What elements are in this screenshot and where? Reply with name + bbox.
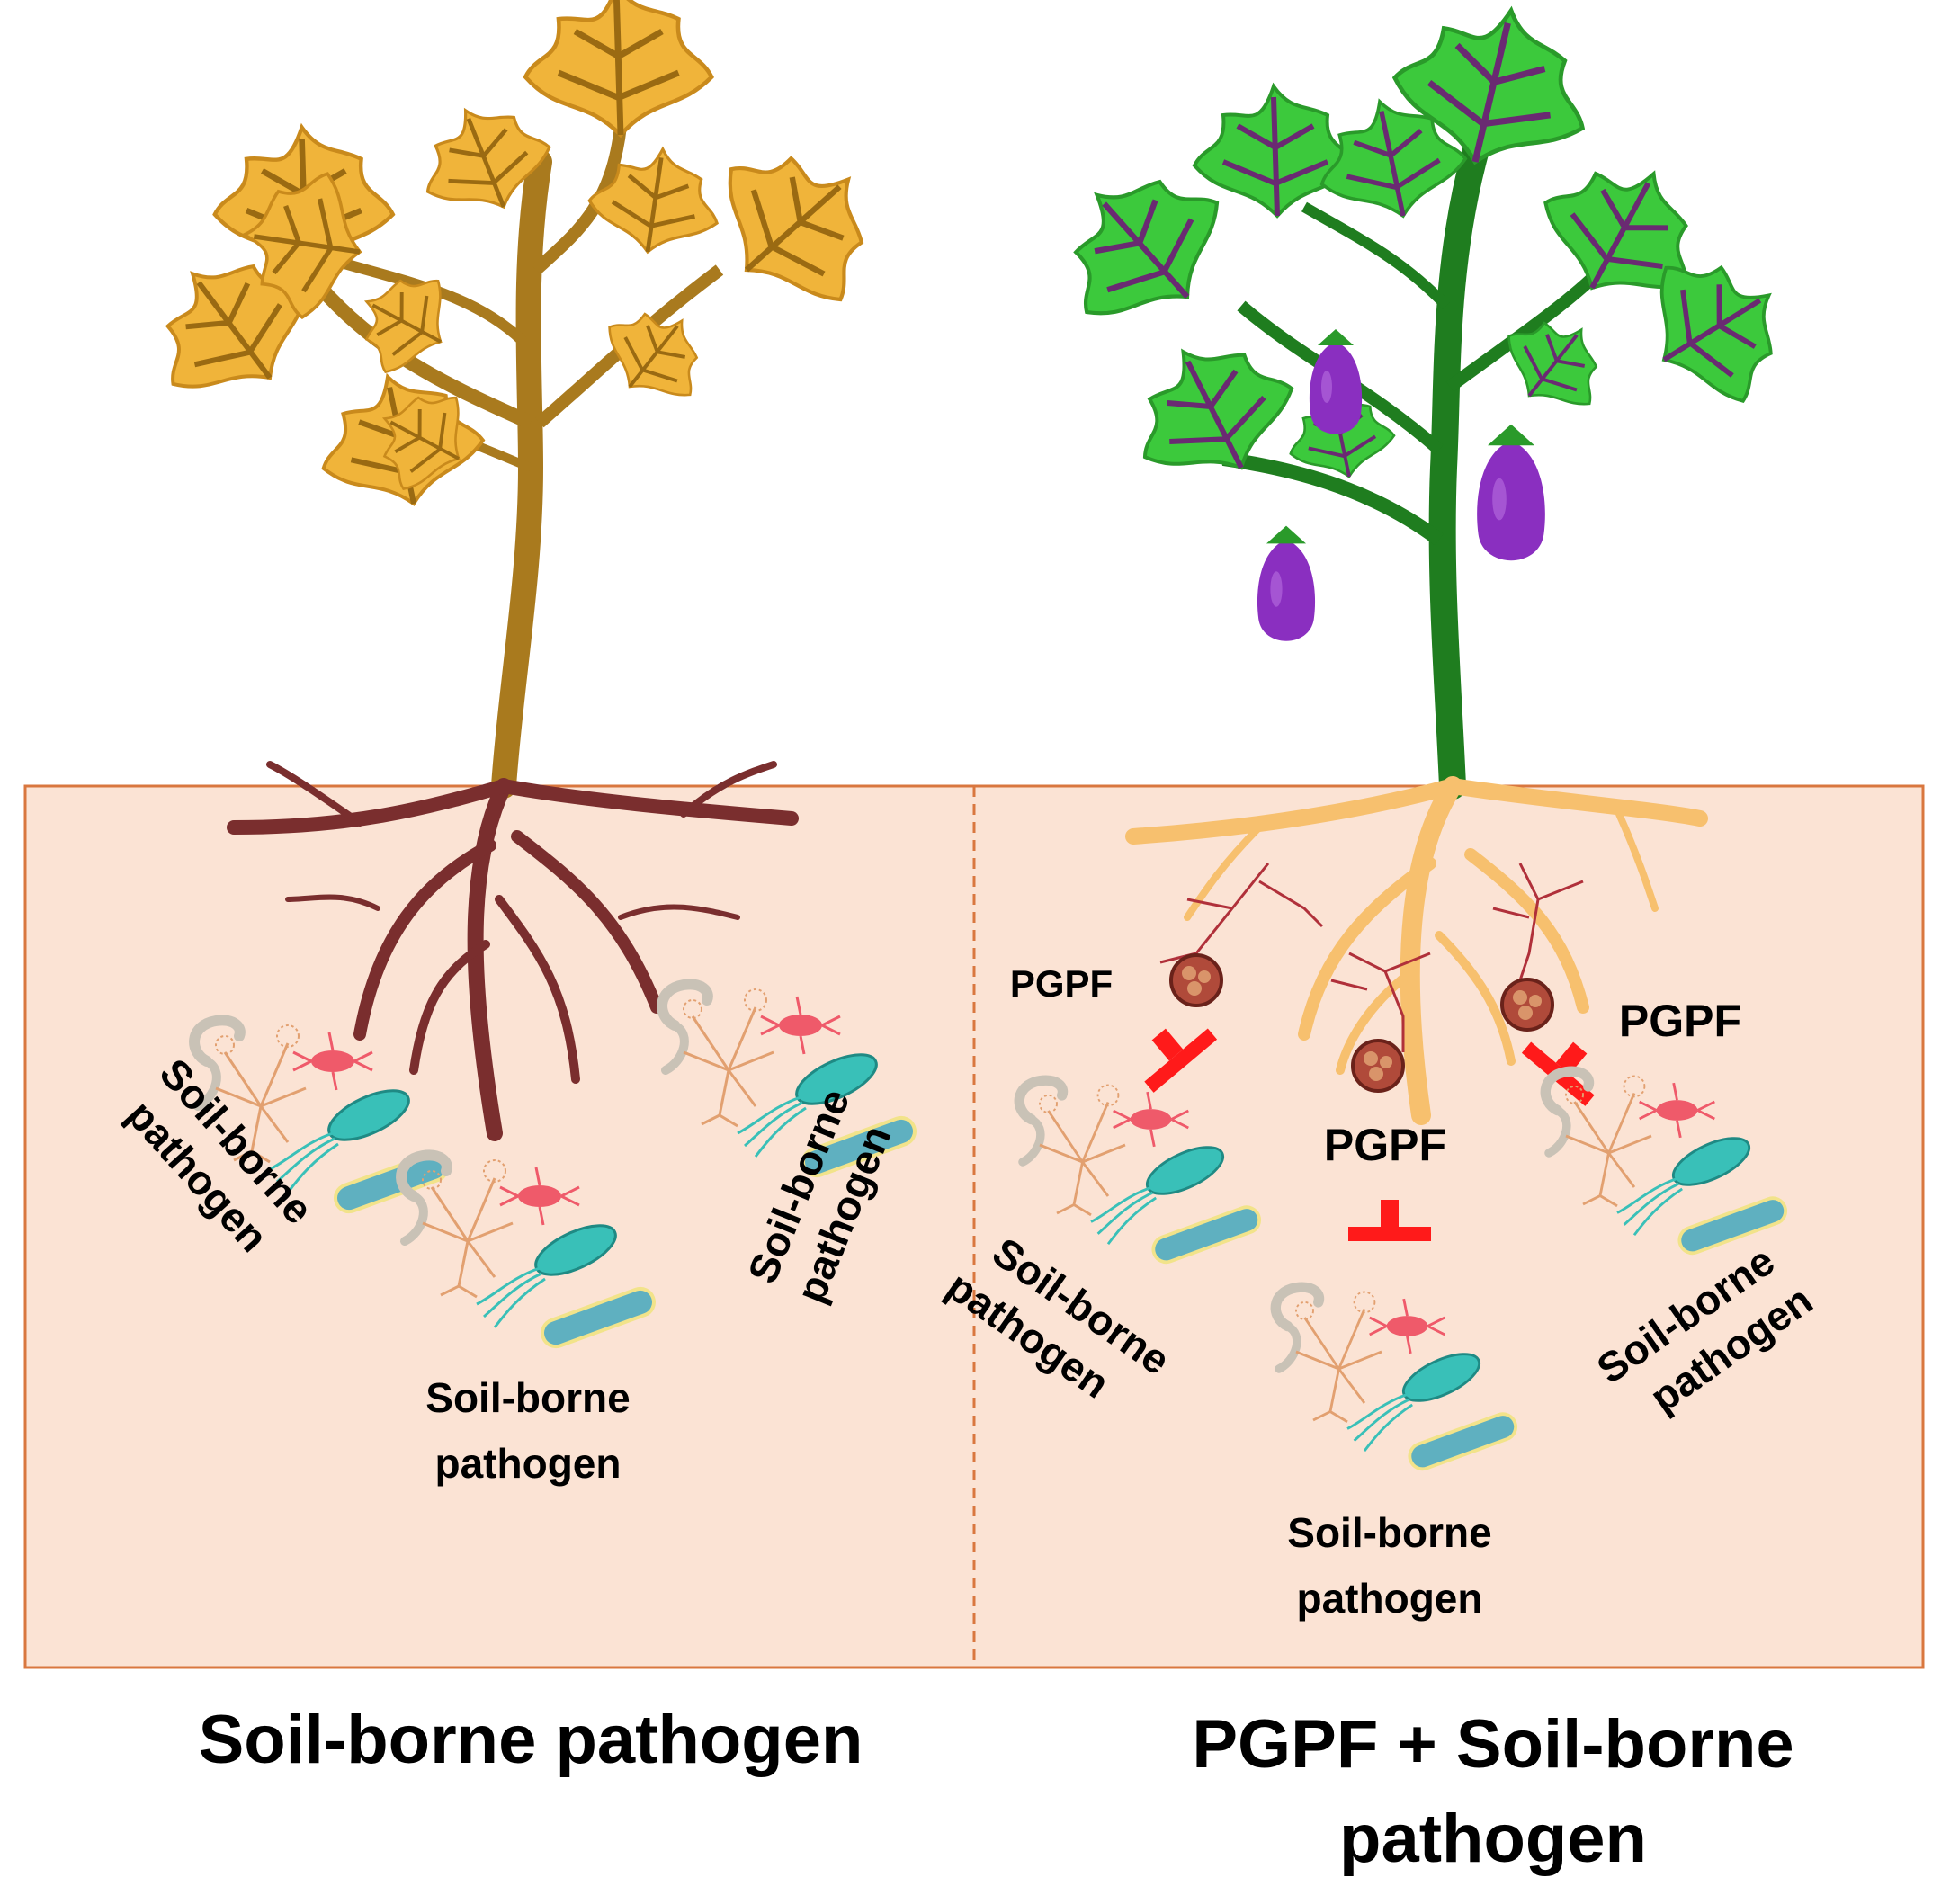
pathogen-label-center: Soil-borne (425, 1374, 630, 1421)
diseased-plant (128, 0, 904, 799)
pathogen-label-right-center: Soil-borne (1287, 1509, 1491, 1556)
diseased-roots (227, 761, 799, 1141)
pgpf-label: PGPF (1010, 962, 1113, 1005)
pgpf-spore-icon (1500, 978, 1554, 1032)
eggplant-icon (1309, 329, 1363, 434)
healthy-plant (1033, 0, 1808, 800)
left-caption: Soil-borne pathogen (199, 1702, 863, 1778)
healthy-roots (1125, 776, 1708, 1125)
right-caption-line2: pathogen (1339, 1801, 1647, 1877)
pgpf-hyphae (1159, 863, 1584, 1052)
pgpf-spore-icon (1169, 953, 1223, 1007)
pgpf-label: PGPF (1619, 996, 1741, 1046)
pgpf-spore-icon (1351, 1039, 1405, 1093)
pathogen-label-right-center-line2: pathogen (1297, 1575, 1483, 1622)
right-caption: PGPF + Soil-borne (1192, 1706, 1793, 1783)
pathogen-label-center-line2: pathogen (435, 1440, 622, 1487)
pgpf-label: PGPF (1324, 1120, 1446, 1170)
eggplant-icon (1477, 424, 1545, 561)
eggplant-icon (1257, 525, 1316, 641)
